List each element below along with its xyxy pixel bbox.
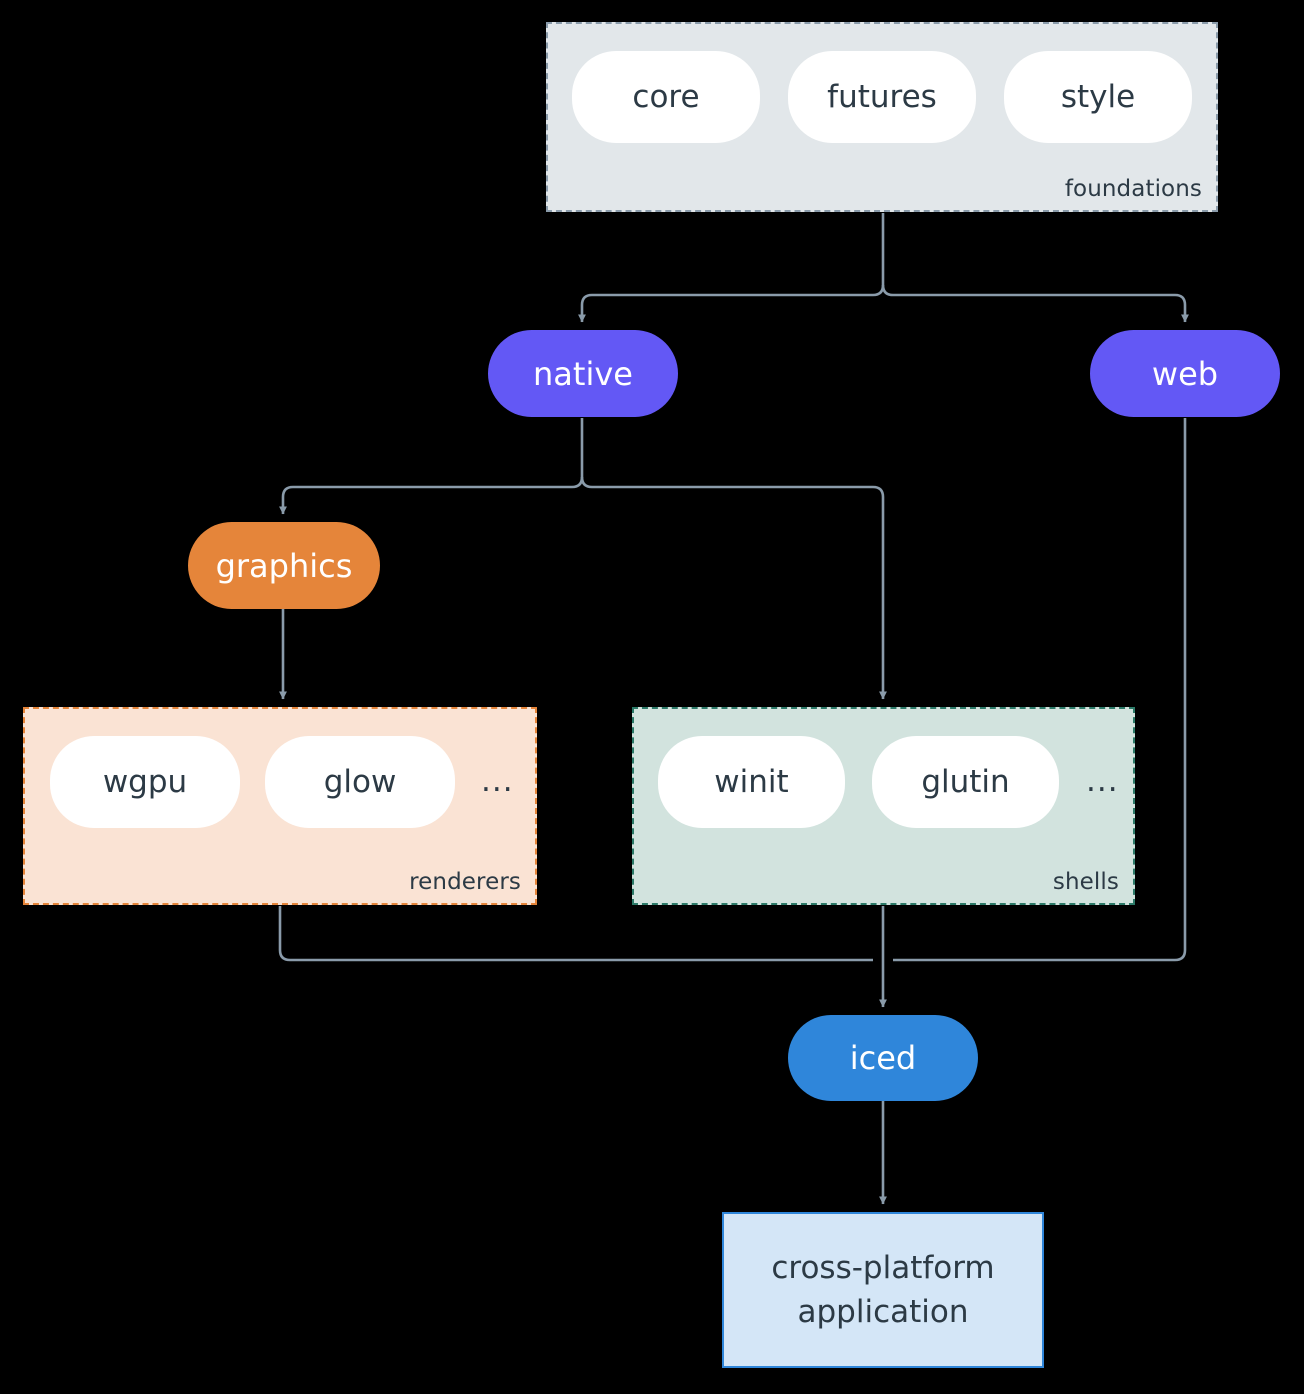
node-futures[interactable]: futures [788, 51, 976, 143]
node-winit[interactable]: winit [658, 736, 845, 828]
edge-foundations-web [893, 293, 1189, 323]
cluster-renderers-label: renderers [409, 869, 521, 895]
node-glutin[interactable]: glutin [872, 736, 1059, 828]
application-line-2: application [797, 1294, 969, 1330]
shells-overflow-ellipsis: ... [1086, 763, 1119, 799]
edge-renderers-iced [278, 906, 873, 962]
node-wgpu[interactable]: wgpu [50, 736, 240, 828]
edge-foundations-trunk [881, 213, 894, 297]
edge-native-graphics [279, 476, 584, 515]
node-native[interactable]: native [488, 330, 678, 417]
node-core[interactable]: core [572, 51, 760, 143]
cluster-shells-label: shells [1052, 869, 1119, 895]
edge-native-trunk [580, 418, 593, 489]
node-graphics[interactable]: graphics [188, 522, 380, 609]
node-style[interactable]: style [1004, 51, 1192, 143]
edge-foundations-native [578, 284, 885, 323]
edge-native-shells [592, 485, 887, 700]
application-line-1: cross-platform [771, 1249, 995, 1286]
node-web[interactable]: web [1090, 330, 1280, 417]
node-iced[interactable]: iced [788, 1015, 978, 1101]
node-cross-platform-application[interactable]: cross-platform application [722, 1212, 1044, 1368]
cluster-foundations-label: foundations [1064, 176, 1202, 202]
renderers-overflow-ellipsis: ... [481, 763, 514, 799]
node-glow[interactable]: glow [265, 736, 455, 828]
